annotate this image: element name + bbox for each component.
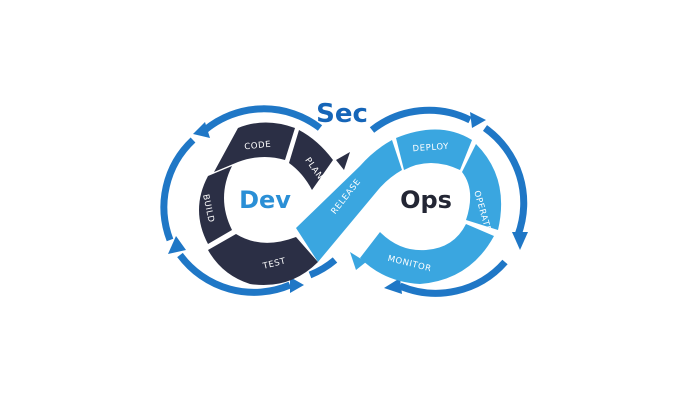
segment-operate bbox=[462, 144, 502, 230]
ops-hub-label: Ops bbox=[400, 186, 452, 214]
outer-arrow-ring bbox=[160, 105, 528, 297]
segment-build bbox=[199, 166, 232, 244]
segment-deploy bbox=[396, 129, 472, 170]
stage-code-label: CODE bbox=[244, 140, 272, 153]
arrow-head-icon bbox=[290, 277, 304, 293]
segment-monitor bbox=[360, 224, 494, 284]
arrow-head-icon bbox=[470, 112, 486, 128]
dev-hub-label: Dev bbox=[239, 186, 291, 214]
stage-deploy-label: DEPLOY bbox=[412, 142, 449, 155]
segment-code bbox=[214, 122, 295, 172]
release-arrow-icon bbox=[350, 252, 366, 270]
segment-release bbox=[296, 140, 402, 262]
outer-arrow-heads bbox=[168, 112, 528, 294]
segment-test bbox=[208, 234, 318, 286]
arrow-head-icon bbox=[168, 236, 186, 254]
ops-loop bbox=[296, 129, 502, 284]
arrow-head-icon bbox=[193, 122, 210, 138]
plan-arrow-icon bbox=[336, 152, 350, 170]
arrow-head-icon bbox=[512, 232, 528, 250]
arrow-head-icon bbox=[384, 278, 402, 294]
sec-title: Sec bbox=[316, 99, 368, 129]
dev-loop bbox=[199, 122, 333, 286]
segment-plan bbox=[289, 130, 333, 190]
